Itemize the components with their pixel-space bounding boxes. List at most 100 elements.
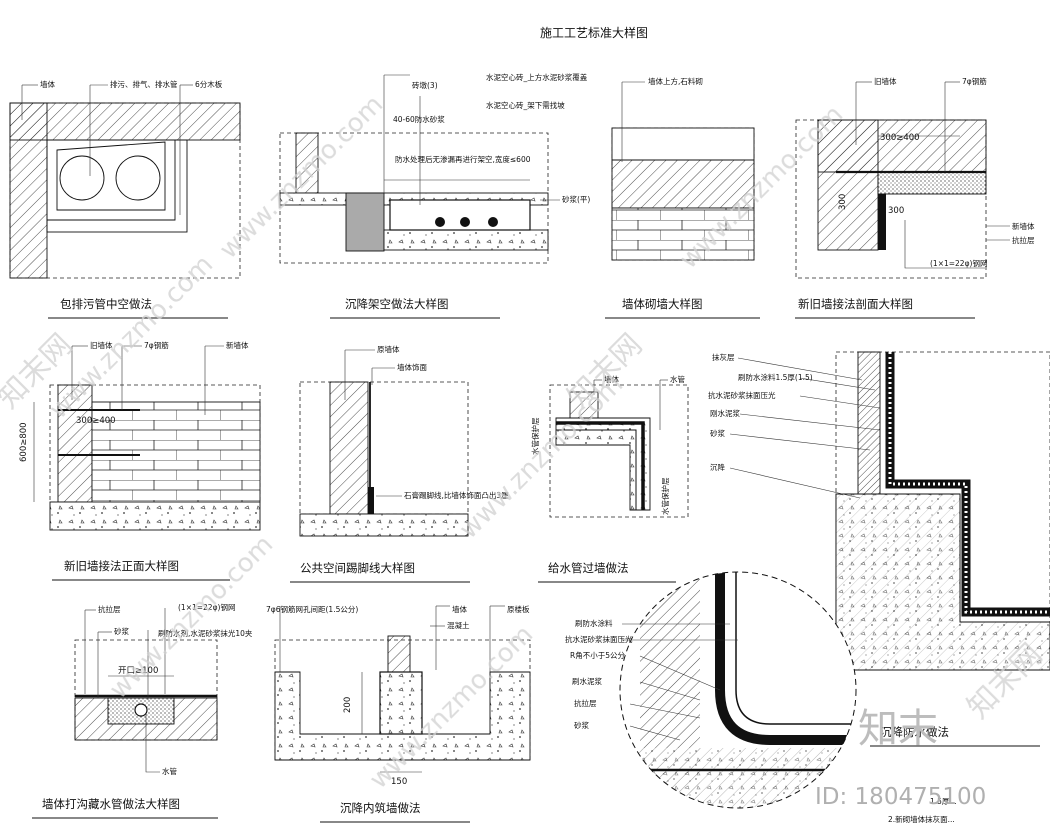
caption-skirting: 公共空间踢脚线大样图 <box>300 561 415 575</box>
label-hollow-brick-slope: 水泥空心砖_架下需找坡 <box>486 100 565 110</box>
detail-frame <box>299 381 469 515</box>
bubble-label-4: 刷水泥浆 <box>572 676 602 686</box>
dim-opening: 开口≥100 <box>118 666 158 676</box>
label-wall: 墙体 <box>604 374 619 384</box>
label-rebar: 7φ钢筋 <box>962 76 987 86</box>
caption-inner-wall: 沉降内筑墙做法 <box>340 801 421 815</box>
caption-pipe-through-wall: 给水管过墙做法 <box>548 561 629 575</box>
label-waterproof: 刷防水剂,水泥砂浆抹光10夹 <box>158 628 253 638</box>
leader <box>739 413 881 431</box>
bubble-label-2: 抗水泥砂浆抹面压光 <box>565 634 633 644</box>
label-settlement: 沉降 <box>710 462 725 472</box>
caption-raised-floor: 沉降架空做法大样图 <box>345 297 449 311</box>
waterproof-membrane <box>885 352 1050 617</box>
enclosure-box <box>46 139 188 233</box>
caption-wall-joint-elevation: 新旧墙接法正面大样图 <box>64 559 179 573</box>
label-wall-finish: 墙体饰面 <box>397 362 427 372</box>
label-hollow-brick-top: 水泥空心砖_上方水泥砂浆覆盖 <box>486 72 588 82</box>
inner-wall-base <box>379 671 423 735</box>
label-new-wall: 新墙体 <box>1012 221 1035 231</box>
leader <box>639 681 701 701</box>
label-protection-right: 水管保护层 <box>660 477 670 515</box>
detail-skirting: 原墙体 墙体饰面 石膏踢脚线,比墙体饰面凸出3厘 公共空间踢脚线大样图 <box>290 344 509 583</box>
new-wall-fill <box>877 171 987 195</box>
bubble-label-1: 刷防水涂料 <box>575 618 613 628</box>
label-rebar-mesh: 7φ6钢筋网孔间距(1.5公分) <box>266 604 358 614</box>
dim-600-800: 600≥800 <box>19 422 29 462</box>
detail-raised-floor: 砖墩(3) 水泥空心砖_上方水泥砂浆覆盖 40-60防水砂浆 水泥空心砖_架下需… <box>279 72 590 319</box>
label-mesh: (1×1=22φ)钢网 <box>930 258 987 268</box>
label-wall: 墙体 <box>40 79 55 89</box>
label-plaster: 抹灰层 <box>712 352 735 362</box>
mesh-layer <box>878 194 886 250</box>
caption-masonry-wall: 墙体砌墙大样图 <box>622 297 703 311</box>
leader <box>639 655 721 691</box>
label-mortar-flat: 砂浆(平) <box>562 194 590 204</box>
wall-hatch <box>857 351 881 495</box>
caption-concealed-pipe: 墙体打沟藏水管做法大样图 <box>42 797 180 811</box>
stone-hatch <box>611 159 755 209</box>
label-old-wall: 旧墙体 <box>90 340 113 350</box>
leader <box>737 357 863 381</box>
detail-inner-wall: 200 150 7φ6钢筋网孔间距(1.5公分) 墙体 混凝土 原楼板 沉降内筑… <box>266 604 531 823</box>
hollow-brick <box>389 199 531 231</box>
new-brick-wall <box>91 401 261 503</box>
dim-200: 200 <box>343 697 353 713</box>
label-old-wall: 旧墙体 <box>874 76 897 86</box>
detail-wall-joint-section: 300≥400 300 300 旧墙体 7φ钢筋 新墙体 抗拉层 (1×1=22… <box>795 76 1035 319</box>
leader <box>629 703 701 719</box>
leader <box>145 714 160 773</box>
wall-hatch <box>387 635 411 673</box>
detail-frame <box>549 384 689 518</box>
detail-pipe-through-wall: 墙体 水管 水管保护层 水管保护层 给水管过墙做法 <box>530 374 689 583</box>
pipe-circle <box>115 155 161 201</box>
label-skirting: 石膏踢脚线,比墙体饰面凸出3厘 <box>404 490 509 500</box>
detail-pipe-enclosure: 墙体 排污、排气、排水管 6分木板 包排污管中空做法 <box>9 79 241 319</box>
wall-hatch <box>329 381 369 515</box>
brick-wall <box>611 207 755 261</box>
label-original-slab: 原楼板 <box>507 604 530 614</box>
label-wall: 墙体 <box>452 604 467 614</box>
dim-300-h: 300 <box>888 206 904 216</box>
water-pipe <box>556 421 645 510</box>
bubble-label-5: 抗拉层 <box>574 698 597 708</box>
dim-300-400: 300≥400 <box>76 416 116 426</box>
label-concrete: 混凝土 <box>447 620 470 630</box>
brick-pier <box>345 192 385 252</box>
watermark-id: ID: 180475100 <box>815 784 986 810</box>
floor-slab <box>49 501 261 531</box>
label-mortar-press: 抗水泥砂浆抹面压光 <box>708 390 776 400</box>
floor-slab <box>299 513 469 537</box>
detail-frame <box>74 639 218 741</box>
dim-300-v: 300 <box>838 194 848 210</box>
label-tension-layer: 抗拉层 <box>1012 235 1035 245</box>
mortar-line <box>735 572 856 725</box>
label-mortar: 砂浆 <box>114 626 129 636</box>
label-new-wall: 新墙体 <box>226 340 249 350</box>
label-tension-layer: 抗拉层 <box>98 604 121 614</box>
slab-concrete <box>383 229 549 251</box>
caption-wall-joint-section: 新旧墙接法剖面大样图 <box>798 297 913 311</box>
bubble-outline <box>619 571 857 809</box>
support-dot <box>435 217 445 227</box>
leader <box>799 395 881 409</box>
skirting-board <box>368 487 374 514</box>
watermark-text: www.znzmo.com <box>104 530 279 705</box>
pipe-protection <box>556 429 637 510</box>
leader <box>629 725 681 741</box>
detail-masonry-wall: 墙体上方,石料砌 墙体砌墙大样图 <box>605 76 760 319</box>
wall-hatch <box>9 102 48 279</box>
leader <box>729 467 861 499</box>
leader <box>904 220 985 269</box>
dim-150: 150 <box>391 777 407 787</box>
detail-wall-joint-elevation: 600≥800 300≥400 旧墙体 7φ钢筋 新墙体 新旧墙接法正面大样图 <box>19 340 261 581</box>
label-stone-top: 墙体上方,石料砌 <box>648 76 703 86</box>
leader <box>729 433 871 451</box>
leader <box>799 377 876 391</box>
support-dot <box>460 217 470 227</box>
footnote-1: 1.5厚... <box>930 797 957 806</box>
footnote-2: 2.新砌墙体抹灰面... <box>888 814 955 824</box>
bubble-label-6: 砂浆 <box>574 720 589 730</box>
label-cement-paste: 刚水泥浆 <box>710 408 740 418</box>
